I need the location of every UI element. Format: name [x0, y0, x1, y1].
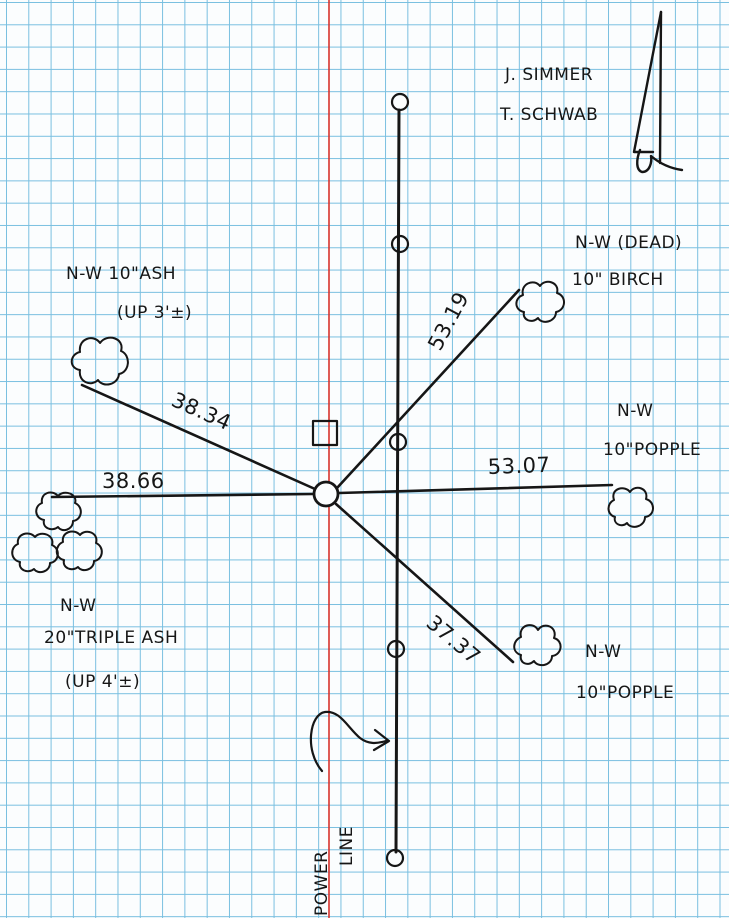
pole-icon: [385, 848, 405, 868]
reference-square-icon: [311, 419, 339, 447]
pointer-arrowhead-icon: [372, 728, 391, 752]
tree-popple-southeast-icon: [513, 624, 562, 667]
tree-label-birch-line1: N-W (DEAD): [575, 233, 682, 253]
tree-triple-ash-icon: [11, 491, 103, 574]
distance-label-popple-southeast: 37.37: [422, 610, 485, 669]
tree-label-triple-ash-line3: (UP 4'±): [65, 672, 140, 692]
tree-ash-10-icon: [70, 336, 129, 386]
power-line-label: POWER LINE: [312, 826, 357, 916]
pole-icon: [386, 639, 406, 659]
pole-icon: [390, 92, 410, 112]
tie-line-ash-10: [80, 383, 317, 491]
distance-label-triple-ash: 38.66: [102, 469, 165, 493]
tie-lines: [50, 288, 614, 664]
author-line-2: T. SCHWAB: [499, 105, 598, 125]
tie-line-popple-east: [337, 483, 614, 495]
corner-circle-icon: [312, 480, 340, 508]
pole-icon: [390, 234, 410, 254]
power-line-label-line2: LINE: [337, 826, 357, 866]
tree-label-birch-line2: 10" BIRCH: [572, 270, 664, 290]
pole-icon: [388, 432, 408, 452]
pointer-arrow-icon: [309, 710, 388, 773]
power-line-label-line1: POWER: [312, 851, 332, 917]
tree-birch-icon: [515, 280, 565, 323]
tree-label-popple-east-line2: 10"POPPLE: [603, 440, 701, 460]
tie-line-triple-ash: [50, 492, 315, 499]
tree-label-popple-southeast-line2: 10"POPPLE: [576, 683, 674, 703]
tree-label-ash-10-line2: (UP 3'±): [117, 303, 192, 323]
tree-label-triple-ash-line2: 20"TRIPLE ASH: [44, 628, 178, 648]
tree-label-popple-east-line1: N-W: [617, 401, 653, 421]
power-poles: [385, 92, 410, 868]
tree-label-triple-ash-line1: N-W: [60, 596, 96, 616]
tie-line-birch: [335, 288, 521, 490]
distance-label-birch: 53.19: [423, 288, 474, 355]
author-line-1: J. SIMMER: [504, 65, 593, 85]
tree-label-ash-10-line1: N-W 10"ASH: [66, 264, 176, 284]
power-line: [394, 108, 401, 854]
tie-line-popple-southeast: [334, 502, 515, 664]
tree-popple-east-icon: [607, 486, 654, 528]
tree-label-popple-southeast-line1: N-W: [585, 642, 621, 662]
north-arrow-icon: [632, 10, 684, 174]
distance-label-popple-east: 53.07: [487, 453, 550, 479]
